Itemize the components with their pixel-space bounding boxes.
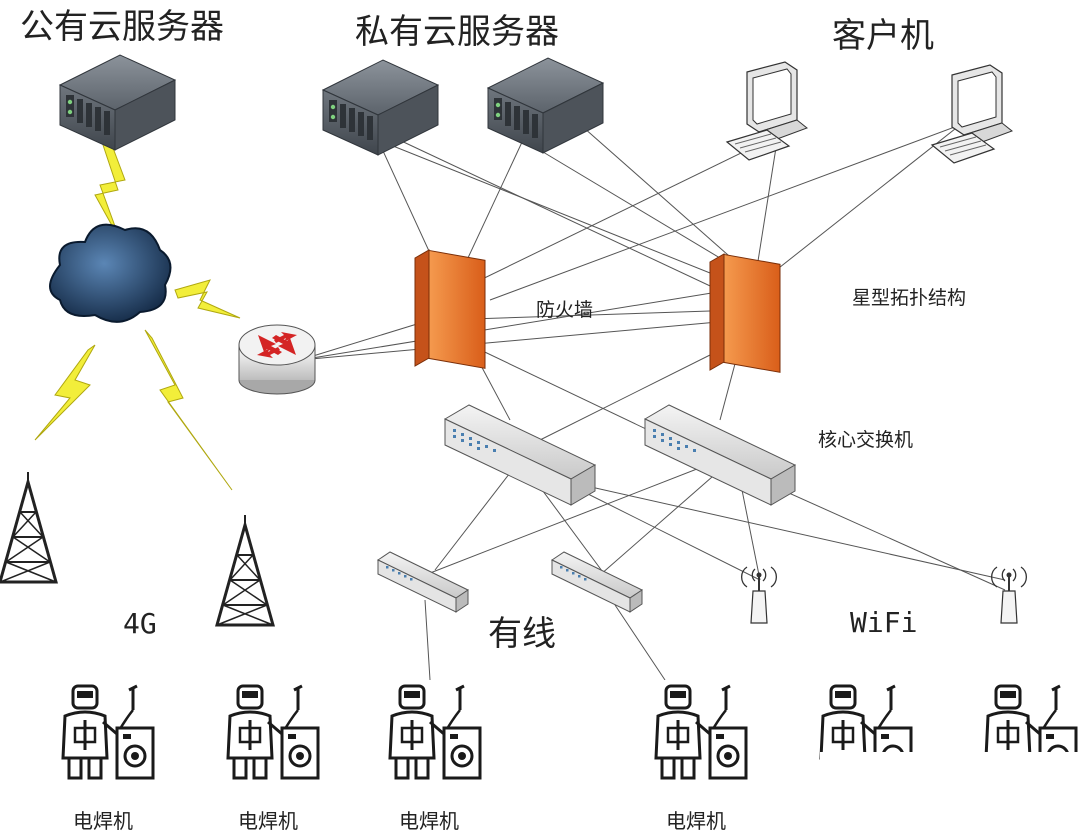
client-label: 客户机 [832, 16, 934, 56]
core-switch-label: 核心交换机 [818, 429, 913, 451]
star-topology-label: 星型拓扑结构 [852, 287, 966, 309]
welder-icon [380, 678, 484, 782]
computer-icon [726, 61, 808, 161]
private-cloud-server-icon [487, 57, 604, 154]
welder-label: 电焊机 [238, 809, 298, 833]
access-switch-icon [377, 551, 469, 613]
fourg-label: 4G [123, 607, 157, 640]
wifi-label: WiFi [850, 606, 917, 639]
router-icon [238, 324, 316, 395]
wifi-antenna-icon [990, 566, 1028, 624]
welder-label: 电焊机 [73, 809, 133, 833]
access-switch-icon [551, 551, 643, 613]
cloud-icon [49, 223, 172, 323]
cell-tower-icon [0, 470, 58, 584]
computer-icon [931, 64, 1013, 164]
welder-label: 电焊机 [399, 809, 459, 833]
cell-tower-icon [215, 513, 275, 627]
wifi-antenna-icon [740, 566, 778, 624]
public-cloud-label: 公有云服务器 [20, 7, 224, 47]
connection-lines [299, 119, 1006, 681]
welder-label: 电焊机 [666, 809, 726, 833]
wired-label: 有线 [488, 614, 556, 654]
public-cloud-server-icon [59, 54, 176, 151]
private-cloud-server-icon [322, 59, 439, 156]
blank-overlay [820, 752, 1080, 836]
welder-icon [646, 678, 750, 782]
lightning-icon [34, 139, 241, 491]
welder-icon [218, 678, 322, 782]
firewall-label: 防火墙 [536, 299, 593, 321]
firewall-icon [414, 249, 486, 369]
welder-icon [53, 678, 157, 782]
firewall-icon [709, 253, 781, 373]
private-cloud-label: 私有云服务器 [355, 12, 559, 52]
core-switch-icon [444, 404, 596, 506]
